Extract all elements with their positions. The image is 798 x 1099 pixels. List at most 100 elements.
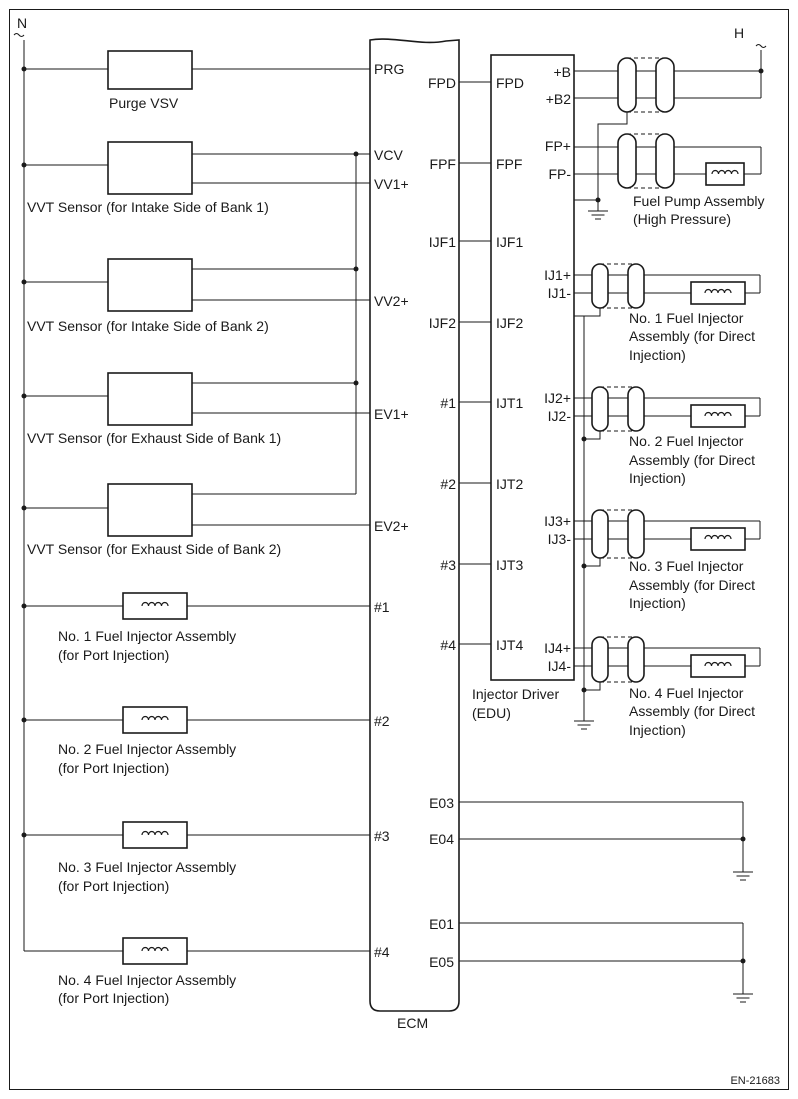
edu-pin-fpm: FP- — [548, 166, 571, 182]
vvt-intake-bank2-label: VVT Sensor (for Intake Side of Bank 2) — [27, 318, 269, 334]
direct-injector-1-l1: No. 1 Fuel Injector — [629, 310, 744, 326]
port-injector-4-l1: No. 4 Fuel Injector Assembly — [58, 972, 236, 988]
ecm-ground-1 — [459, 801, 754, 881]
ecm-pin-r1: #1 — [440, 395, 456, 411]
direct-injector-4-l3: Injection) — [629, 722, 686, 738]
vvt-exhaust-bank2-label: VVT Sensor (for Exhaust Side of Bank 2) — [27, 541, 281, 557]
edu-right-pins: +B +B2 FP+ FP- IJ1+ IJ1- IJ2+ IJ2- IJ3+ … — [544, 64, 571, 674]
port-injector-1-l1: No. 1 Fuel Injector Assembly — [58, 628, 236, 644]
port-injector-4: No. 4 Fuel Injector Assembly (for Port I… — [24, 937, 370, 1006]
edu-pin-b2: +B2 — [546, 91, 572, 107]
ecm-pin-ijf1: IJF1 — [429, 234, 456, 250]
ecm-label: ECM — [397, 1015, 428, 1031]
port-injector-1-l2: (for Port Injection) — [58, 647, 169, 663]
edu-pin-fpp: FP+ — [545, 138, 571, 154]
vvt-sensor-intake-bank2: VVT Sensor (for Intake Side of Bank 2) — [24, 258, 370, 334]
edu-label-l2: (EDU) — [472, 705, 511, 721]
direct-injector-2-l2: Assembly (for Direct — [629, 452, 755, 468]
direct-injector-ground-trunk — [573, 315, 595, 730]
direct-injector-3-l3: Injection) — [629, 595, 686, 611]
port-injector-2: No. 2 Fuel Injector Assembly (for Port I… — [24, 706, 370, 776]
edu-left-pins: FPD FPF IJF1 IJF2 IJT1 IJT2 IJT3 IJT4 — [496, 75, 524, 653]
ecm-pin-ijf2: IJF2 — [429, 315, 456, 331]
direct-injector-2: No. 2 Fuel Injector Assembly (for Direct… — [574, 386, 761, 486]
edu-pin-fpd: FPD — [496, 75, 524, 91]
vvt-intake-bank1-label: VVT Sensor (for Intake Side of Bank 1) — [27, 199, 269, 215]
diagram-code: EN-21683 — [730, 1075, 780, 1087]
ecm-edu-wires — [459, 81, 491, 645]
fuel-pump-shield-ground — [574, 112, 628, 220]
ecm-pin-vv1p: VV1+ — [374, 176, 409, 192]
ecm-pin-3: #3 — [374, 828, 390, 844]
port-injector-3-l1: No. 3 Fuel Injector Assembly — [58, 859, 236, 875]
vcv-common-wire — [353, 151, 359, 494]
label-n: N — [17, 15, 27, 31]
edu-pin-fpf: FPF — [496, 156, 522, 172]
ecm-pin-fpf: FPF — [430, 156, 456, 172]
ecm-pin-e03: E03 — [429, 795, 454, 811]
edu-pin-ijf2: IJF2 — [496, 315, 523, 331]
port-injector-1: No. 1 Fuel Injector Assembly (for Port I… — [24, 592, 370, 663]
purge-vsv-label: Purge VSV — [109, 95, 179, 111]
ecm-pin-e01: E01 — [429, 916, 454, 932]
port-injector-3-l2: (for Port Injection) — [58, 878, 169, 894]
edu-pin-ijt4: IJT4 — [496, 637, 523, 653]
direct-injector-4-l1: No. 4 Fuel Injector — [629, 685, 744, 701]
direct-injector-1-l3: Injection) — [629, 347, 686, 363]
ecm-left-pins: PRG VCV VV1+ VV2+ EV1+ EV2+ #1 #2 #3 #4 — [374, 61, 409, 960]
vvt-exhaust-bank1-label: VVT Sensor (for Exhaust Side of Bank 1) — [27, 430, 281, 446]
direct-injector-3-l1: No. 3 Fuel Injector — [629, 558, 744, 574]
edu-pin-ij1m: IJ1- — [548, 285, 572, 301]
ecm-pin-ev2p: EV2+ — [374, 518, 409, 534]
edu-pin-ij3p: IJ3+ — [544, 513, 571, 529]
ecm-box: ECM — [369, 38, 460, 1031]
ecm-pin-2: #2 — [374, 713, 390, 729]
edu-pin-ijt2: IJT2 — [496, 476, 523, 492]
ecm-pin-r2: #2 — [440, 476, 456, 492]
direct-injector-4: No. 4 Fuel Injector Assembly (for Direct… — [574, 636, 761, 738]
ecm-pin-ev1p: EV1+ — [374, 406, 409, 422]
edu-label-l1: Injector Driver — [472, 686, 559, 702]
fuel-pump-assembly: Fuel Pump Assembly (High Pressure) — [574, 133, 765, 227]
ecm-pin-prg: PRG — [374, 61, 404, 77]
edu-pin-ij2m: IJ2- — [548, 408, 572, 424]
fuel-pump-l1: Fuel Pump Assembly — [633, 193, 765, 209]
left-bus: N — [13, 15, 27, 951]
edu-pin-ij4p: IJ4+ — [544, 640, 571, 656]
port-injector-2-l2: (for Port Injection) — [58, 760, 169, 776]
direct-injector-3: No. 3 Fuel Injector Assembly (for Direct… — [574, 509, 761, 611]
vvt-sensor-intake-bank1: VVT Sensor (for Intake Side of Bank 1) — [24, 141, 370, 215]
edu-pin-ij2p: IJ2+ — [544, 390, 571, 406]
page-frame — [9, 9, 789, 1090]
ecm-pin-r4: #4 — [440, 637, 456, 653]
ecm-pin-fpd: FPD — [428, 75, 456, 91]
direct-injector-3-l2: Assembly (for Direct — [629, 577, 755, 593]
ecm-pin-vv2p: VV2+ — [374, 293, 409, 309]
vvt-sensor-exhaust-bank2: VVT Sensor (for Exhaust Side of Bank 2) — [24, 483, 370, 557]
direct-injector-4-l2: Assembly (for Direct — [629, 703, 755, 719]
vvt-sensor-exhaust-bank1: VVT Sensor (for Exhaust Side of Bank 1) — [24, 372, 370, 446]
ecm-pin-r3: #3 — [440, 557, 456, 573]
ecm-right-pins: FPD FPF IJF1 IJF2 #1 #2 #3 #4 E03 E04 E0… — [428, 75, 456, 970]
edu-pin-ij3m: IJ3- — [548, 531, 572, 547]
ecm-pin-1: #1 — [374, 599, 390, 615]
ecm-pin-4: #4 — [374, 944, 390, 960]
edu-pin-ijt3: IJT3 — [496, 557, 523, 573]
power-supply-h: H — [574, 25, 767, 113]
purge-vsv: Purge VSV — [24, 50, 370, 111]
edu-pin-ij4m: IJ4- — [548, 658, 572, 674]
direct-injector-2-l1: No. 2 Fuel Injector — [629, 433, 744, 449]
direct-injector-1: No. 1 Fuel Injector Assembly (for Direct… — [574, 263, 761, 363]
direct-injector-1-l2: Assembly (for Direct — [629, 328, 755, 344]
edu-pin-bp: +B — [553, 64, 571, 80]
direct-injector-2-l3: Injection) — [629, 470, 686, 486]
port-injector-2-l1: No. 2 Fuel Injector Assembly — [58, 741, 236, 757]
edu-pin-ijt1: IJT1 — [496, 395, 523, 411]
port-injector-3: No. 3 Fuel Injector Assembly (for Port I… — [24, 821, 370, 894]
edu-pin-ijf1: IJF1 — [496, 234, 523, 250]
ecm-pin-vcv: VCV — [374, 147, 403, 163]
port-injector-4-l2: (for Port Injection) — [58, 990, 169, 1006]
fuel-pump-l2: (High Pressure) — [633, 211, 731, 227]
label-h: H — [734, 25, 744, 41]
